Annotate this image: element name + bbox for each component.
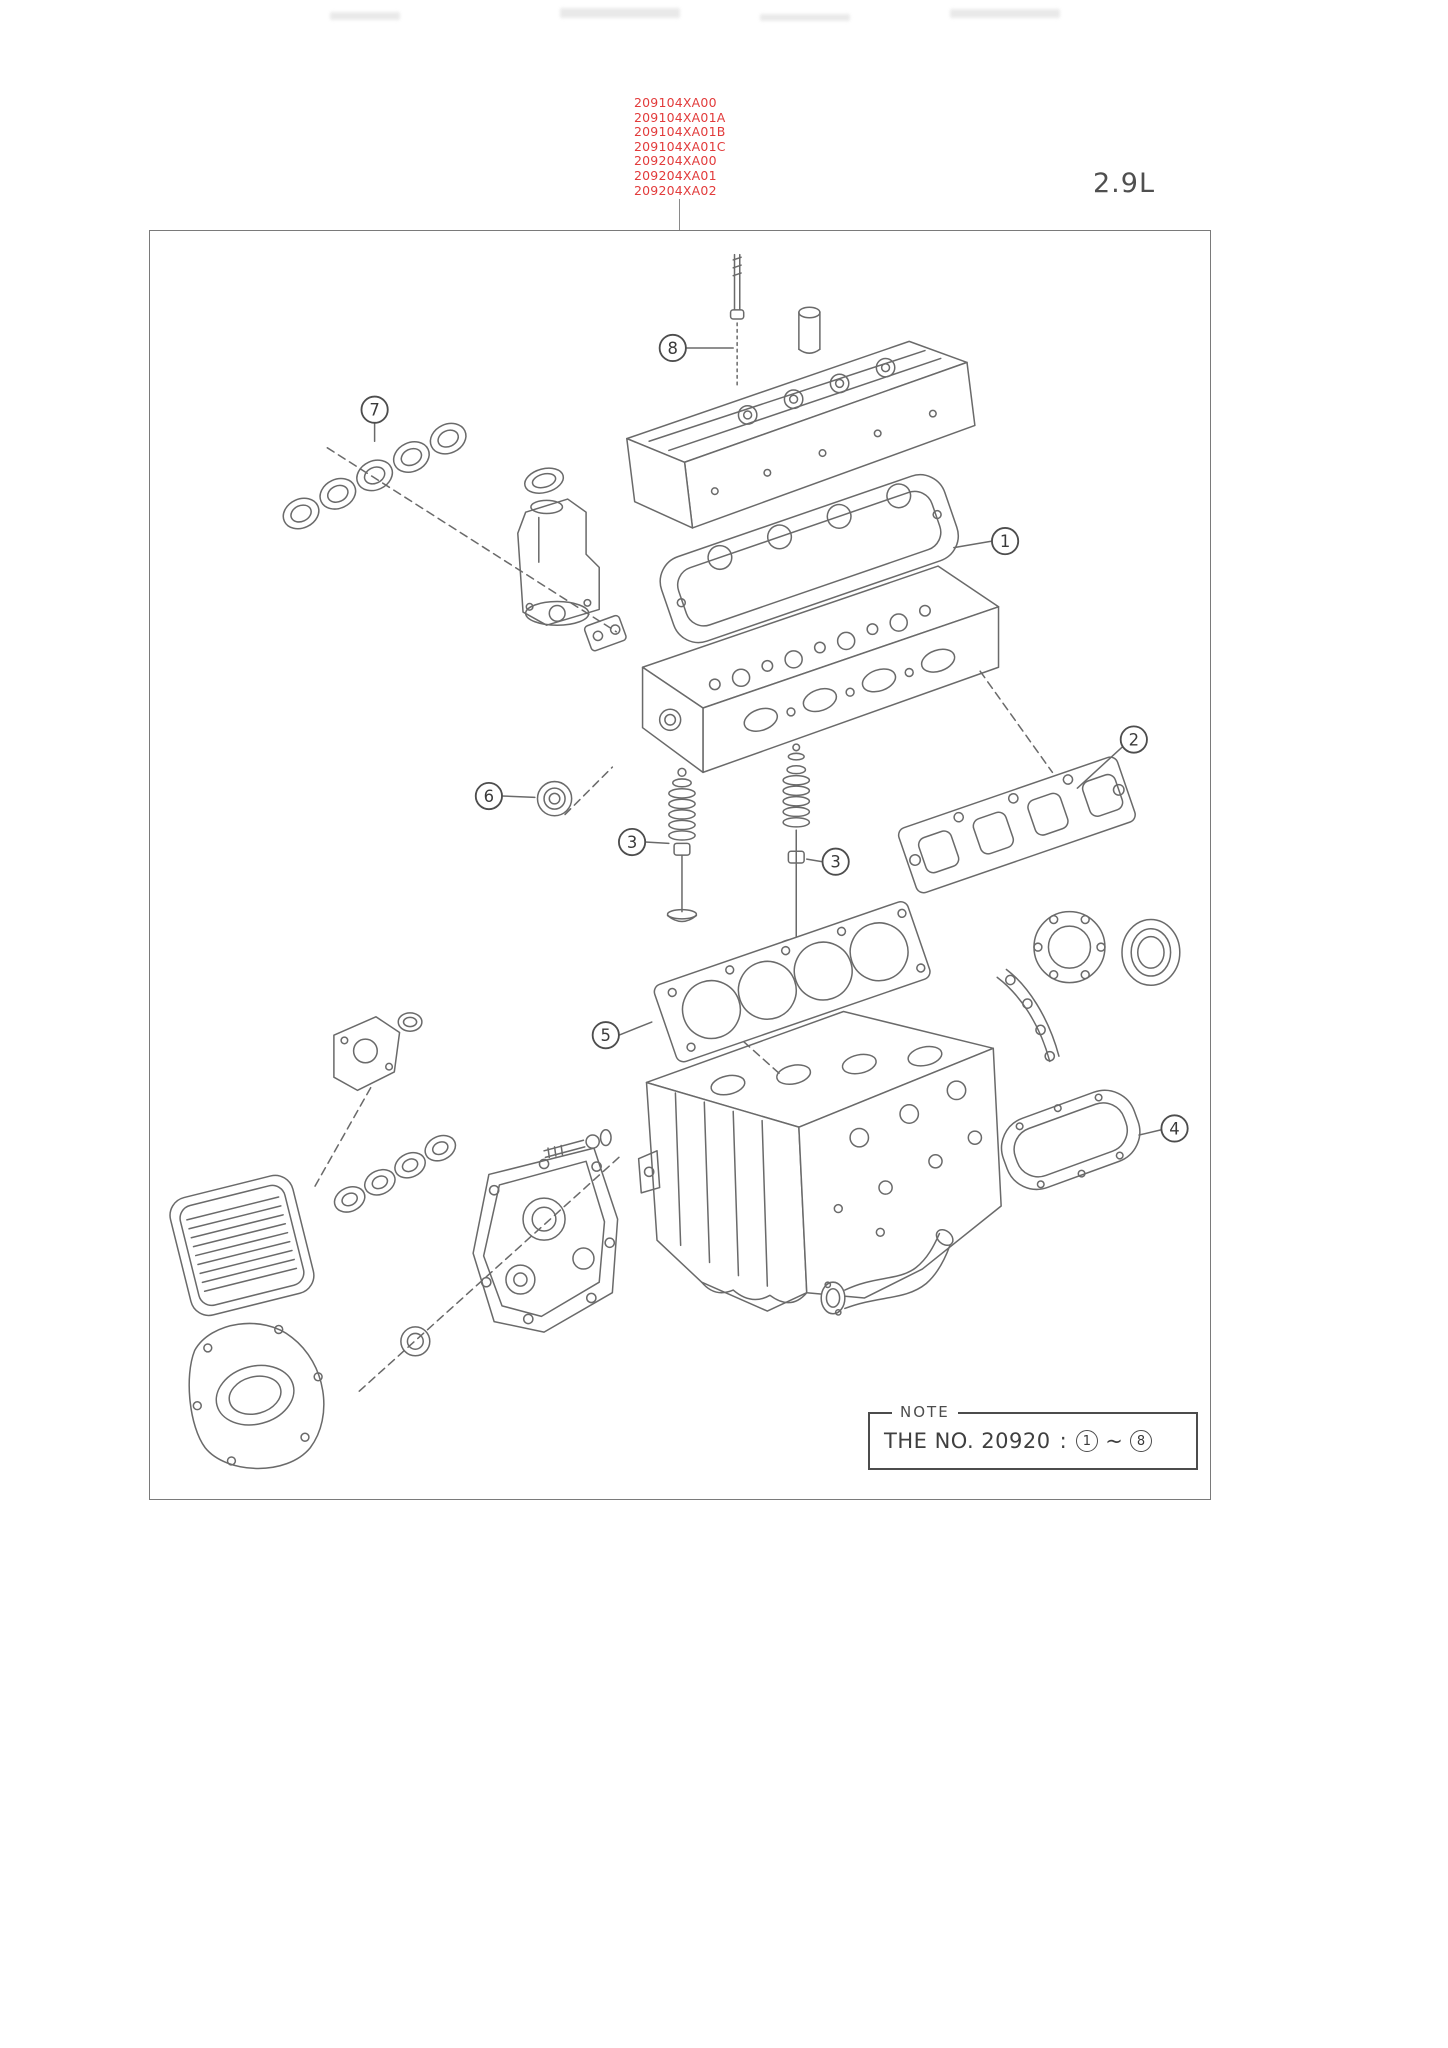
diagram-frame: 8 7 1 2 6 3 3 5 4 (149, 230, 1211, 1500)
exhaust-manifold-gasket (897, 756, 1136, 894)
note-colon: : (1059, 1429, 1068, 1453)
callout-8[interactable]: 8 (658, 333, 687, 363)
svg-text:4: 4 (1169, 1119, 1179, 1138)
part-number-link[interactable]: 209204XA00 (634, 153, 717, 169)
svg-text:8: 8 (668, 339, 678, 358)
scan-artifact (330, 12, 400, 20)
scan-artifact (560, 8, 680, 18)
note-title: NOTE (892, 1403, 958, 1421)
note-range-start: 1 (1076, 1430, 1099, 1452)
oil-drain-pipe (820, 1228, 954, 1316)
callout-3a[interactable]: 3 (618, 827, 647, 857)
callout-3b[interactable]: 3 (821, 847, 850, 876)
louvered-panel (169, 1174, 315, 1317)
assembly-dashed-lines (313, 447, 1054, 1395)
water-pump-housing (333, 1012, 423, 1092)
svg-text:3: 3 (830, 853, 840, 872)
cylinder-head-stud (729, 253, 745, 390)
callout-6[interactable]: 6 (474, 781, 503, 811)
note-text-body: THE NO. 20920 (884, 1429, 1051, 1453)
callout-5[interactable]: 5 (591, 1021, 620, 1050)
note-range-separator: ~ (1105, 1429, 1124, 1453)
side-cover-gasket (1000, 1089, 1141, 1191)
engine-block (637, 1010, 1002, 1312)
head-gasket (653, 900, 931, 1063)
svg-text:2: 2 (1129, 730, 1139, 749)
timing-cover (472, 1147, 619, 1333)
camshaft-seal (536, 780, 573, 817)
front-seal (400, 1326, 431, 1357)
note-text: THE NO. 20920 : 1 ~ 8 (884, 1429, 1153, 1453)
svg-text:1: 1 (1000, 532, 1010, 551)
part-number-link[interactable]: 209104XA00 (634, 95, 717, 110)
water-outlet-housing (517, 498, 600, 626)
exploded-engine-diagram: 8 7 1 2 6 3 3 5 4 (169, 253, 1189, 1470)
svg-text:7: 7 (369, 401, 379, 420)
part-number-list: 209104XA00 209104XA01A 209104XA01B 20910… (634, 95, 726, 198)
callout-1[interactable]: 1 (991, 527, 1020, 556)
lower-timing-cover (188, 1322, 325, 1470)
scan-artifact (760, 14, 850, 21)
part-number-link[interactable]: 209204XA02 (634, 182, 717, 198)
svg-text:3: 3 (627, 833, 637, 852)
rear-main-seal (1121, 918, 1181, 986)
scan-artifact (950, 9, 1060, 18)
valve-cover-gasket (659, 474, 959, 644)
callout-leader-lines (373, 347, 1163, 1136)
bolt-tab-strip (996, 968, 1060, 1063)
part-number-link[interactable]: 209104XA01A (634, 109, 726, 125)
valve-and-seal-b (779, 743, 813, 953)
callout-7[interactable]: 7 (360, 395, 389, 424)
svg-text:6: 6 (484, 787, 494, 806)
part-number-link[interactable]: 209104XA01C (634, 138, 726, 154)
cylinder-head (641, 565, 1000, 774)
thermostat-gasket (524, 467, 565, 494)
callout-4[interactable]: 4 (1160, 1114, 1189, 1143)
engine-size-label: 2.9L (1093, 168, 1155, 199)
valve-and-seal-a (666, 767, 698, 923)
outlet-plate-gasket (583, 614, 627, 652)
part-number-link[interactable]: 209104XA01B (634, 124, 726, 140)
rear-seal-retainer (1033, 910, 1106, 984)
note-box: NOTE THE NO. 20920 : 1 ~ 8 (868, 1403, 1198, 1470)
svg-text:5: 5 (601, 1026, 611, 1045)
note-range-end: 8 (1130, 1430, 1153, 1452)
valve-cover (626, 306, 976, 529)
part-number-link[interactable]: 209204XA01 (634, 167, 717, 183)
part-number-leader-line (679, 199, 680, 230)
intake-manifold-gasket (282, 422, 467, 530)
tensioner-stud (543, 1129, 612, 1159)
callout-2[interactable]: 2 (1119, 725, 1148, 754)
front-gasket-chain (333, 1134, 457, 1213)
